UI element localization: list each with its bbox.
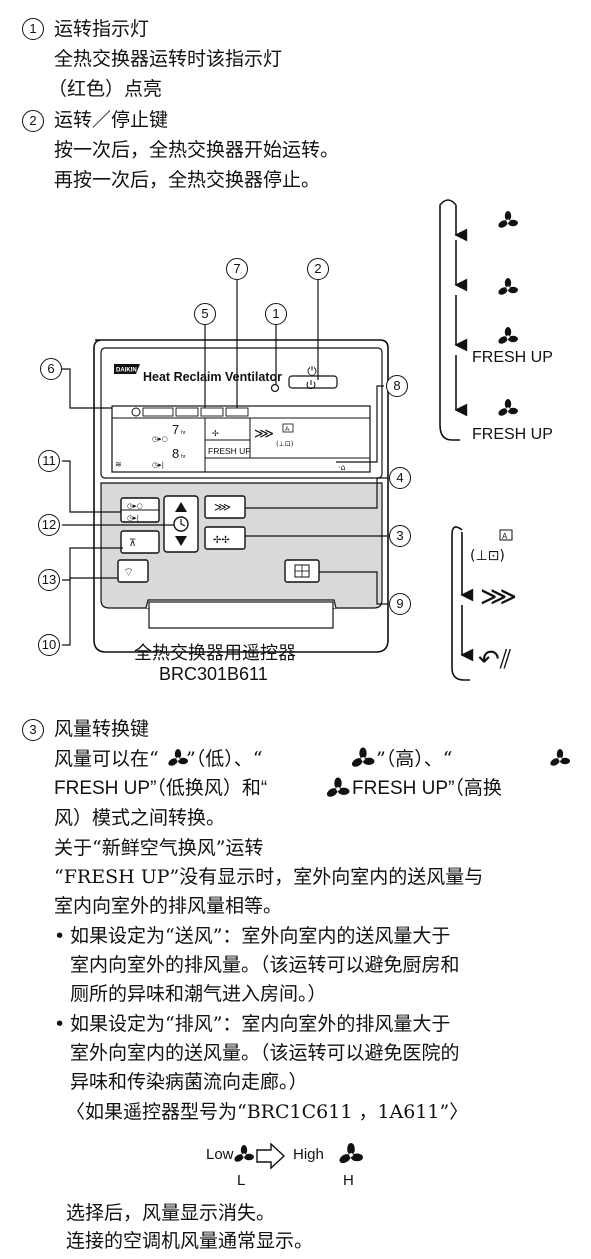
section-2-line-2: 再按一次后，全热交换器停止。 xyxy=(54,169,321,191)
callout-number-9: 9 xyxy=(389,593,411,615)
fan-cycle-label-3: FRESH UP xyxy=(472,349,553,366)
svg-text:⌔: ⌔ xyxy=(123,565,134,579)
end-line-2: 连接的空调机风量通常显示。 xyxy=(66,1230,314,1252)
brand-text: DAIKIN xyxy=(116,368,137,374)
model-note: 〈如果遥控器型号为“BRC1C611 ，1A611”〉 xyxy=(66,1101,469,1123)
section-2-line-1: 按一次后，全热交换器开始运转。 xyxy=(54,139,340,161)
low-letter: L xyxy=(237,1172,246,1189)
brand-badge: DAIKIN xyxy=(114,364,140,374)
remote-caption-cn: 全热交换器用遥控器 xyxy=(134,643,296,664)
mode-auto-icon: (⊥⊡) xyxy=(470,548,505,564)
section-3-title: 风量转换键 xyxy=(54,718,150,740)
fan-speed-button[interactable]: ✢✢ xyxy=(204,526,246,550)
bullet-2-marker: • xyxy=(54,1013,66,1035)
ventilation-mode-button[interactable]: ⋙ xyxy=(204,495,246,519)
callout-number-6: 6 xyxy=(40,358,62,380)
svg-text:✢✢: ✢✢ xyxy=(213,535,230,546)
callout-number-1b: 1 xyxy=(265,303,287,325)
mode-cycle-arrows xyxy=(451,526,474,681)
lcd-fan-icon: ✢ xyxy=(212,429,219,438)
section-3-para-1-line-1b: ”（低）、“ xyxy=(186,748,263,770)
section-3-para-1-line-1a: 风量可以在“ xyxy=(54,748,159,770)
callout-leaders xyxy=(62,280,388,646)
lcd-bypass-icon: (⊥⊡) xyxy=(276,440,294,448)
callout-number-7: 7 xyxy=(226,258,248,280)
callout-number-5: 5 xyxy=(194,303,216,325)
callout-number-10: 10 xyxy=(38,634,60,656)
lcd-filter-icon: ≋ xyxy=(115,460,122,469)
timer-adjust-buttons[interactable] xyxy=(163,495,199,553)
callout-number-13: 13 xyxy=(38,569,60,591)
lcd-digit-1: 7 xyxy=(172,422,179,437)
section-3-para-1-line-2a: FRESH UP”（低换风）和“ xyxy=(54,778,268,799)
lcd-hr-2: hr xyxy=(181,454,186,460)
callout-number-12: 12 xyxy=(38,514,60,536)
lcd-digit-2: 8 xyxy=(172,446,179,461)
svg-text:◷▸|: ◷▸| xyxy=(127,514,139,522)
bullet-2-line-3: 异味和传染病菌流向走廊。） xyxy=(70,1071,308,1093)
mode-auto-letter: A xyxy=(502,532,508,541)
fan-cycle-label-4: FRESH UP xyxy=(472,426,553,443)
section-3-para-1-line-3: 风）模式之间转换。 xyxy=(54,807,226,829)
lcd-mode-icon: ⋙ xyxy=(254,426,274,442)
callout-number-4: 4 xyxy=(389,467,411,489)
callout-number-8: 8 xyxy=(386,375,408,397)
high-letter: H xyxy=(343,1172,354,1189)
inspection-button[interactable]: ⌔ xyxy=(117,559,149,583)
high-label: High xyxy=(293,1146,324,1163)
section-1-line-2: （红色）点亮 xyxy=(48,78,163,100)
callout-number-2b: 2 xyxy=(307,258,329,280)
section-3-para-2-line-3: 室内向室外的排风量相等。 xyxy=(54,895,283,917)
callout-number-3: 3 xyxy=(389,525,411,547)
callout-number-3-heading: 3 xyxy=(22,719,44,741)
power-icon-label: ⏻ xyxy=(307,364,317,378)
section-1-line-1: 全热交换器运转时该指示灯 xyxy=(54,48,283,70)
callout-number-2: 2 xyxy=(22,110,44,132)
end-line-1: 选择后，风量显示消失。 xyxy=(66,1202,276,1224)
low-fan-icon xyxy=(233,1145,254,1164)
lcd-timer-off-icon: ◷▸| xyxy=(152,461,164,469)
bullet-1-marker: • xyxy=(54,925,66,947)
high-fan-icon xyxy=(337,1143,363,1165)
on-off-button[interactable] xyxy=(288,375,338,390)
timer-on-off-buttons[interactable]: ◷▸○ ◷▸| xyxy=(120,497,160,523)
bullet-1-line-1: 如果设定为“送风”：室外向室内的送风量大于 xyxy=(70,925,451,947)
section-3-para-1-line-2b: FRESH UP”（高换 xyxy=(352,778,502,799)
fan-cycle-arrows xyxy=(439,199,468,441)
callout-number-11: 11 xyxy=(38,450,60,472)
mode-heat-exchange-icon: ⋙ xyxy=(480,582,517,612)
svg-text:⊼: ⊼ xyxy=(129,538,136,549)
filter-reset-button[interactable]: ⊼ xyxy=(120,530,160,554)
section-3-para-1-line-1c: ”（高）、“ xyxy=(376,748,453,770)
callout-number-1: 1 xyxy=(22,18,44,40)
operation-lamp xyxy=(270,383,280,393)
lcd-display xyxy=(111,405,371,473)
test-operation-button[interactable] xyxy=(284,559,320,583)
mode-bypass-icon: ↶⫽ xyxy=(478,645,512,675)
section-3-para-2-line-2: “FRESH UP”没有显示时，室外向室内的送风量与 xyxy=(54,866,484,888)
remote-controller-diagram: DAIKIN Heat Reclaim Ventilator ⏻ 7 hr 8 … xyxy=(62,199,518,681)
section-1-title: 运转指示灯 xyxy=(54,18,150,40)
svg-text:◷▸○: ◷▸○ xyxy=(127,502,143,510)
lcd-hr-1: hr xyxy=(181,430,186,436)
arrow-right-icon xyxy=(256,1142,286,1170)
section-2-title: 运转／停止键 xyxy=(54,109,169,131)
section-3-para-2-line-1: 关于“新鲜空气换风”运转 xyxy=(54,837,264,859)
bullet-2-line-1: 如果设定为“排风”：室内向室外的排风量大于 xyxy=(70,1013,451,1035)
lcd-lock-icon: ·⌂ xyxy=(338,463,346,472)
lcd-freshup: FRESH UP xyxy=(208,446,251,456)
bullet-2-line-2: 室外向室内的送风量。（该运转可以避免医院的 xyxy=(70,1042,460,1064)
bullet-1-line-3: 厕所的异味和潮气进入房间。） xyxy=(70,983,327,1005)
low-high-diagram xyxy=(233,1142,363,1170)
bullet-1-line-2: 室内向室外的排风量。（该运转可以避免厨房和 xyxy=(70,954,460,976)
remote-header-text: Heat Reclaim Ventilator xyxy=(143,370,282,384)
remote-caption-model: BRC301B611 xyxy=(159,664,268,684)
lcd-timer-on-icon: ◷▸○ xyxy=(152,435,168,443)
svg-text:⋙: ⋙ xyxy=(214,500,231,514)
lcd-auto-letter: A xyxy=(285,426,290,433)
low-label: Low xyxy=(206,1146,234,1163)
